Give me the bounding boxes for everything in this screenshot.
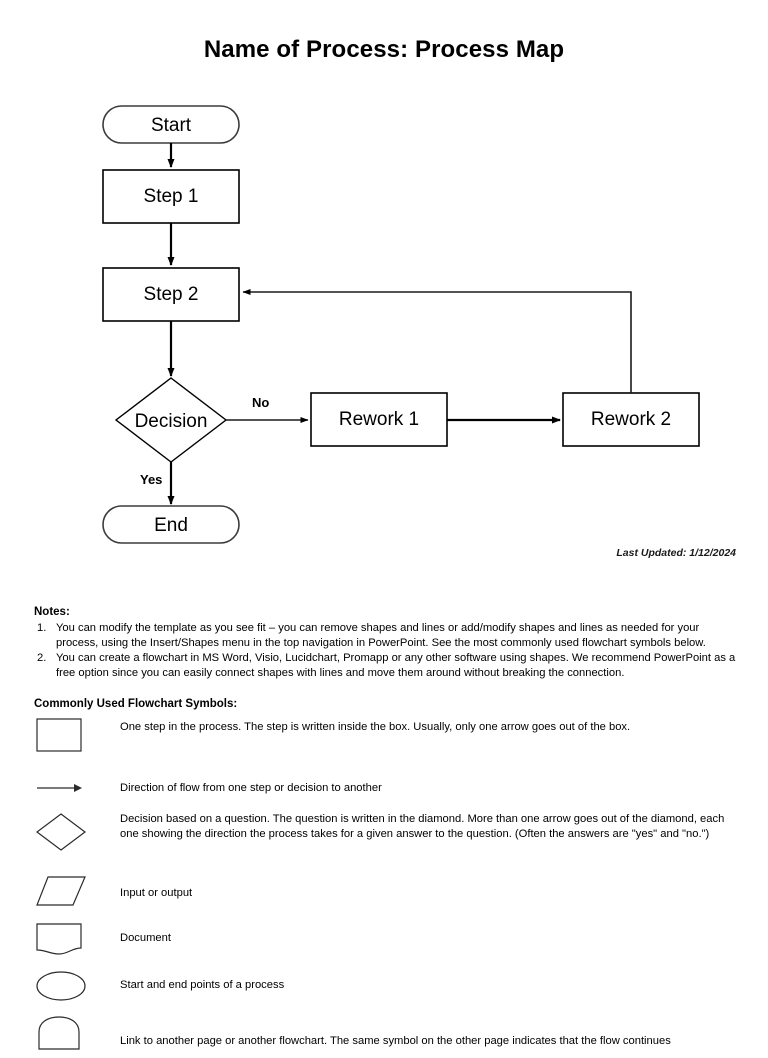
decision-diamond-icon <box>36 813 86 851</box>
notes-list: 1. You can modify the template as you se… <box>34 621 740 681</box>
notes-item-text: You can create a flowchart in MS Word, V… <box>56 652 736 680</box>
symbol-art <box>34 781 118 795</box>
node-rework2-label: Rework 2 <box>591 409 671 430</box>
node-start[interactable]: Start <box>102 105 240 144</box>
node-step1-label: Step 1 <box>144 186 199 207</box>
process-box-icon <box>36 718 82 752</box>
node-rework2[interactable]: Rework 2 <box>562 392 700 447</box>
notes-item-text: You can modify the template as you see f… <box>56 622 706 650</box>
symbols-legend-section: Commonly Used Flowchart Symbols: One ste… <box>34 698 744 1058</box>
document-page: Name of Process: Process Map Start Step … <box>34 36 740 1050</box>
notes-heading: Notes: <box>34 606 70 618</box>
node-start-label: Start <box>151 115 192 136</box>
document-icon <box>36 923 82 955</box>
symbol-description: Link to another page or another flowchar… <box>120 1035 671 1047</box>
page-title: Name of Process: Process Map <box>203 36 565 63</box>
notes-item-number: 1. <box>37 622 47 635</box>
process-map-flowchart: Start Step 1 Step 2 Decision No Rewo <box>102 105 700 544</box>
node-rework1-label: Rework 1 <box>339 409 419 430</box>
symbol-row-terminator: Start and end points of a process <box>34 968 744 1014</box>
symbol-description: Direction of flow from one step or decis… <box>120 781 382 794</box>
node-decision-label: Decision <box>135 411 208 432</box>
notes-section: Notes: 1. You can modify the template as… <box>34 605 740 681</box>
flow-arrow-icon <box>37 784 82 792</box>
edge-label-yes: Yes <box>140 472 162 487</box>
symbol-description: Input or output <box>120 887 193 899</box>
symbol-art <box>34 718 118 752</box>
symbol-art <box>34 968 118 1001</box>
last-updated-text: Last Updated: 1/12/2024 <box>616 547 736 559</box>
notes-item-number: 2. <box>37 652 47 665</box>
symbol-description: Start and end points of a process <box>120 979 285 991</box>
notes-item: 1. You can modify the template as you se… <box>34 621 740 651</box>
symbol-row-document: Document <box>34 921 744 968</box>
node-end-label: End <box>154 515 188 536</box>
node-decision[interactable]: Decision <box>114 377 228 463</box>
symbol-art <box>34 1014 118 1052</box>
symbol-row-arrow: Direction of flow from one step or decis… <box>34 764 744 812</box>
offpage-connector-icon <box>38 1016 80 1050</box>
symbol-row-io: Input or output <box>34 874 744 921</box>
node-step2[interactable]: Step 2 <box>102 267 240 322</box>
symbol-row-offpage: Link to another page or another flowchar… <box>34 1014 744 1058</box>
node-end[interactable]: End <box>102 505 240 544</box>
symbol-description: Document <box>120 932 171 944</box>
symbol-row-process: One step in the process. The step is wri… <box>34 718 744 764</box>
symbol-art <box>34 874 118 906</box>
edge-label-no: No <box>252 395 269 410</box>
ellipse-icon <box>36 971 86 1001</box>
node-rework1[interactable]: Rework 1 <box>310 392 448 447</box>
connector-rework2-to-step2-feedback <box>242 289 632 393</box>
notes-item: 2. You can create a flowchart in MS Word… <box>34 651 740 681</box>
symbol-description: One step in the process. The step is wri… <box>120 721 631 733</box>
symbol-row-decision: Decision based on a question. The questi… <box>34 812 744 874</box>
node-step2-label: Step 2 <box>144 284 199 305</box>
symbol-art <box>34 812 118 851</box>
symbol-art <box>34 921 118 955</box>
symbols-heading: Commonly Used Flowchart Symbols: <box>34 698 238 710</box>
symbol-description: Decision based on a question. The questi… <box>120 813 725 840</box>
parallelogram-icon <box>36 876 86 906</box>
node-step1[interactable]: Step 1 <box>102 169 240 224</box>
